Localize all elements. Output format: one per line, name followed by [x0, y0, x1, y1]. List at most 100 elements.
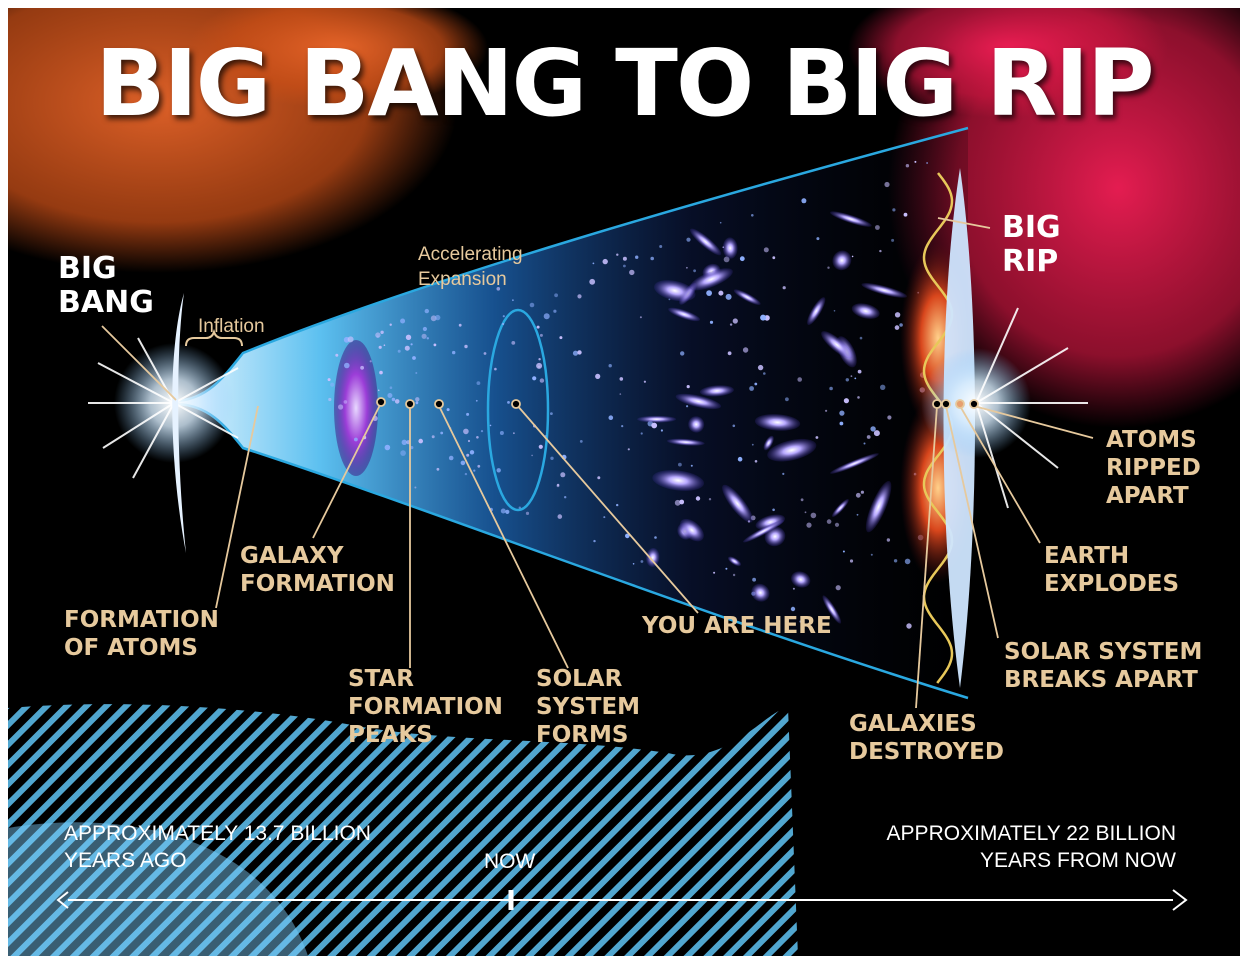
- star: [825, 409, 828, 412]
- star: [401, 439, 407, 445]
- star: [410, 343, 413, 346]
- star: [718, 290, 724, 296]
- star: [559, 336, 563, 340]
- star: [502, 322, 505, 326]
- star: [893, 559, 898, 563]
- star: [592, 262, 595, 265]
- star: [879, 249, 882, 253]
- star: [815, 436, 819, 439]
- leader-lines: [101, 217, 1094, 709]
- timeline-axis: [56, 889, 1188, 911]
- galaxy: [646, 548, 660, 567]
- star: [595, 373, 601, 379]
- star: [894, 325, 900, 330]
- star: [695, 496, 701, 501]
- galaxy: [767, 438, 817, 462]
- solar-ring: [486, 308, 550, 512]
- inflation-label: Inflation: [198, 316, 265, 337]
- star: [842, 550, 845, 553]
- galaxy: [754, 414, 801, 431]
- galaxy: [679, 518, 704, 542]
- star: [810, 512, 817, 519]
- star: [538, 444, 543, 449]
- star: [378, 345, 382, 349]
- star: [414, 486, 417, 489]
- star: [435, 314, 441, 321]
- galaxy: [822, 595, 842, 624]
- star: [859, 336, 863, 340]
- star: [415, 397, 420, 402]
- star: [843, 398, 850, 404]
- star: [557, 514, 563, 519]
- star: [550, 456, 554, 460]
- star: [330, 382, 335, 387]
- star: [475, 399, 478, 402]
- star: [553, 309, 557, 313]
- galaxy: [675, 393, 722, 410]
- timeline-now-label: NOW: [484, 850, 536, 873]
- star: [328, 397, 332, 402]
- star: [635, 255, 639, 259]
- galaxy-field: [637, 211, 907, 624]
- star: [686, 237, 691, 242]
- star: [458, 323, 462, 327]
- star: [375, 332, 381, 338]
- galaxy: [831, 499, 849, 517]
- star: [729, 323, 733, 326]
- star: [760, 314, 767, 321]
- star: [797, 377, 802, 382]
- star: [870, 426, 876, 432]
- star: [505, 509, 510, 514]
- star: [579, 440, 583, 443]
- galaxy: [743, 519, 784, 543]
- star: [880, 384, 886, 390]
- star: [686, 266, 688, 269]
- star: [410, 446, 414, 450]
- star: [850, 375, 853, 377]
- star: [512, 299, 514, 302]
- star: [518, 506, 521, 509]
- star: [892, 208, 896, 212]
- star: [360, 365, 364, 370]
- star: [833, 310, 836, 312]
- star: [725, 567, 728, 570]
- star: [525, 511, 530, 515]
- galaxy: [689, 268, 733, 291]
- star: [886, 538, 891, 542]
- star: [690, 464, 693, 467]
- star: [593, 539, 596, 543]
- galaxy: [690, 228, 722, 256]
- star: [855, 492, 861, 498]
- star: [870, 553, 873, 556]
- star: [751, 214, 754, 217]
- early-galaxy-disk: [334, 340, 378, 476]
- star: [577, 350, 582, 355]
- star: [554, 293, 558, 298]
- star: [483, 352, 487, 355]
- star: [400, 450, 406, 456]
- star: [804, 511, 807, 514]
- star: [905, 164, 910, 168]
- star: [431, 435, 435, 439]
- star: [782, 286, 786, 290]
- you-are-here-label: YOU ARE HERE: [642, 613, 832, 639]
- star: [400, 318, 406, 324]
- galaxy: [764, 526, 786, 547]
- star: [857, 369, 862, 374]
- star: [903, 212, 908, 217]
- star: [354, 437, 358, 442]
- galaxy: [851, 303, 880, 319]
- star: [792, 587, 795, 590]
- star: [466, 412, 470, 416]
- star: [619, 377, 624, 381]
- star: [827, 266, 830, 269]
- page-title: BIG BANG TO BIG RIP: [95, 30, 1154, 137]
- star: [834, 522, 840, 527]
- star: [421, 333, 427, 339]
